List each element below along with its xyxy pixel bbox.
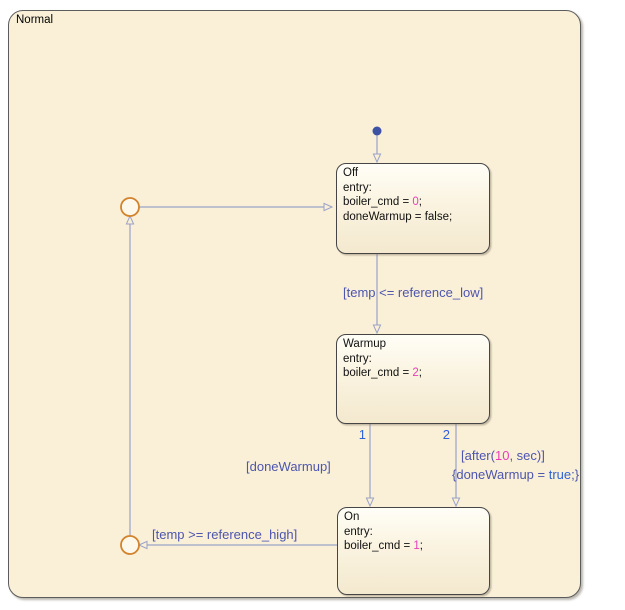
transition-label-off-warmup[interactable]: [temp <= reference_low] bbox=[343, 285, 484, 300]
transition-label-on-junction[interactable]: [temp >= reference_high] bbox=[152, 527, 298, 542]
transition-port-2[interactable]: 2 bbox=[442, 427, 450, 442]
state-normal-title: Normal bbox=[16, 14, 54, 26]
state-off-code-line-2: doneWarmup = false; bbox=[343, 210, 453, 223]
literal-10: 10 bbox=[494, 448, 510, 463]
state-on-code-line-1: boiler_cmd = 1; bbox=[344, 540, 423, 552]
state-on-entry-label: entry: bbox=[344, 525, 373, 538]
state-normal[interactable]: Normal bbox=[8, 10, 581, 598]
literal-0: 0 bbox=[412, 196, 419, 208]
state-warmup-code-line-1: boiler_cmd = 2; bbox=[343, 367, 422, 379]
state-warmup-title: Warmup bbox=[343, 338, 387, 350]
transition-label-after-action[interactable]: {doneWarmup = true;} bbox=[452, 467, 580, 482]
state-on-title: On bbox=[344, 511, 360, 523]
literal-2: 2 bbox=[412, 367, 419, 379]
state-off-title: Off bbox=[343, 167, 359, 179]
transition-label-after-guard[interactable]: [after(10, sec)] bbox=[461, 448, 545, 463]
state-off-entry-label: entry: bbox=[343, 181, 372, 194]
state-warmup[interactable]: Warmup entry: boiler_cmd = 2; bbox=[336, 334, 490, 424]
state-warmup-entry-label: entry: bbox=[343, 352, 372, 365]
keyword-true: true bbox=[548, 467, 572, 482]
literal-1: 1 bbox=[413, 540, 420, 552]
state-off-code-line-1: boiler_cmd = 0; bbox=[343, 196, 422, 208]
transition-label-donewarmup[interactable]: [doneWarmup] bbox=[246, 459, 331, 474]
transition-port-1[interactable]: 1 bbox=[358, 427, 366, 442]
state-off[interactable]: Off entry: boiler_cmd = 0; doneWarmup = … bbox=[336, 163, 490, 254]
state-on[interactable]: On entry: boiler_cmd = 1; bbox=[337, 507, 490, 595]
